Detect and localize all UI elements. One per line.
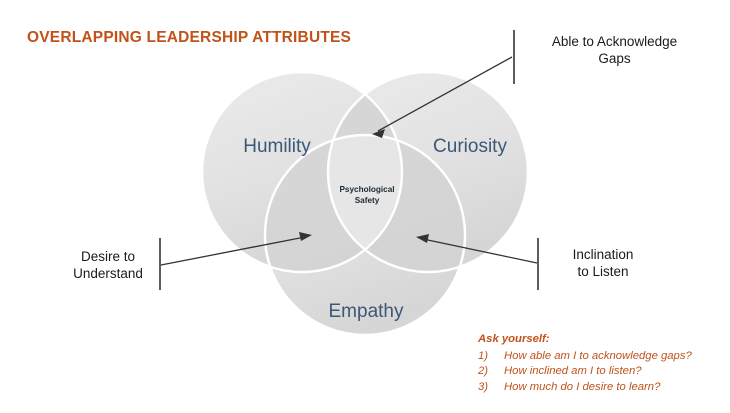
ask-item-text: How much do I desire to learn?	[504, 380, 661, 393]
callout-line-desire	[160, 236, 306, 266]
callout-desire-line2: Understand	[73, 266, 143, 281]
callout-line-gaps	[377, 56, 513, 132]
venn-outline-empathy	[263, 133, 467, 337]
ask-item-text: How inclined am I to listen?	[504, 365, 642, 377]
venn-label-empathy: Empathy	[329, 301, 404, 322]
callout-desire-to-understand: Desire to Understand	[60, 248, 156, 282]
venn-overlap-center	[328, 135, 402, 272]
arrowhead-desire	[299, 232, 312, 241]
page-title: OVERLAPPING LEADERSHIP ATTRIBUTES	[27, 29, 352, 46]
callout-listen-line1: Inclination	[572, 247, 634, 262]
venn-center-label-line1: Psychological	[339, 185, 394, 194]
ask-item-number: 2)	[478, 365, 489, 377]
callout-gaps-line1: Able to Acknowledge	[551, 34, 678, 49]
ask-item-text: How able am I to acknowledge gaps?	[504, 349, 692, 362]
ask-yourself-block: Ask yourself: 1) How able am I to acknow…	[478, 332, 723, 395]
venn-outline-curiosity	[326, 70, 530, 274]
callout-gaps-line2: Gaps	[598, 51, 631, 66]
venn-label-humility: Humility	[243, 136, 311, 157]
ask-item-number: 3)	[478, 380, 489, 393]
ask-item-number: 1)	[478, 349, 489, 362]
ask-yourself-item: 3) How much do I desire to learn?	[478, 380, 723, 396]
arrowhead-listen	[416, 234, 429, 243]
venn-outline-humility	[200, 70, 404, 274]
ask-yourself-heading: Ask yourself:	[478, 333, 550, 345]
callout-line-listen	[422, 238, 538, 264]
callout-listen-line2: to Listen	[577, 264, 629, 279]
venn-label-curiosity: Curiosity	[433, 136, 507, 157]
arrowhead-gaps	[372, 129, 385, 138]
callout-able-to-acknowledge-gaps: Able to Acknowledge Gaps	[522, 33, 707, 67]
ask-yourself-item: 2) How inclined am I to listen?	[478, 364, 723, 380]
callout-inclination-to-listen: Inclination to Listen	[548, 246, 658, 280]
callout-desire-line1: Desire to	[80, 249, 136, 264]
venn-center-label-line2: Safety	[355, 196, 380, 205]
ask-yourself-item: 1) How able am I to acknowledge gaps?	[478, 349, 723, 365]
